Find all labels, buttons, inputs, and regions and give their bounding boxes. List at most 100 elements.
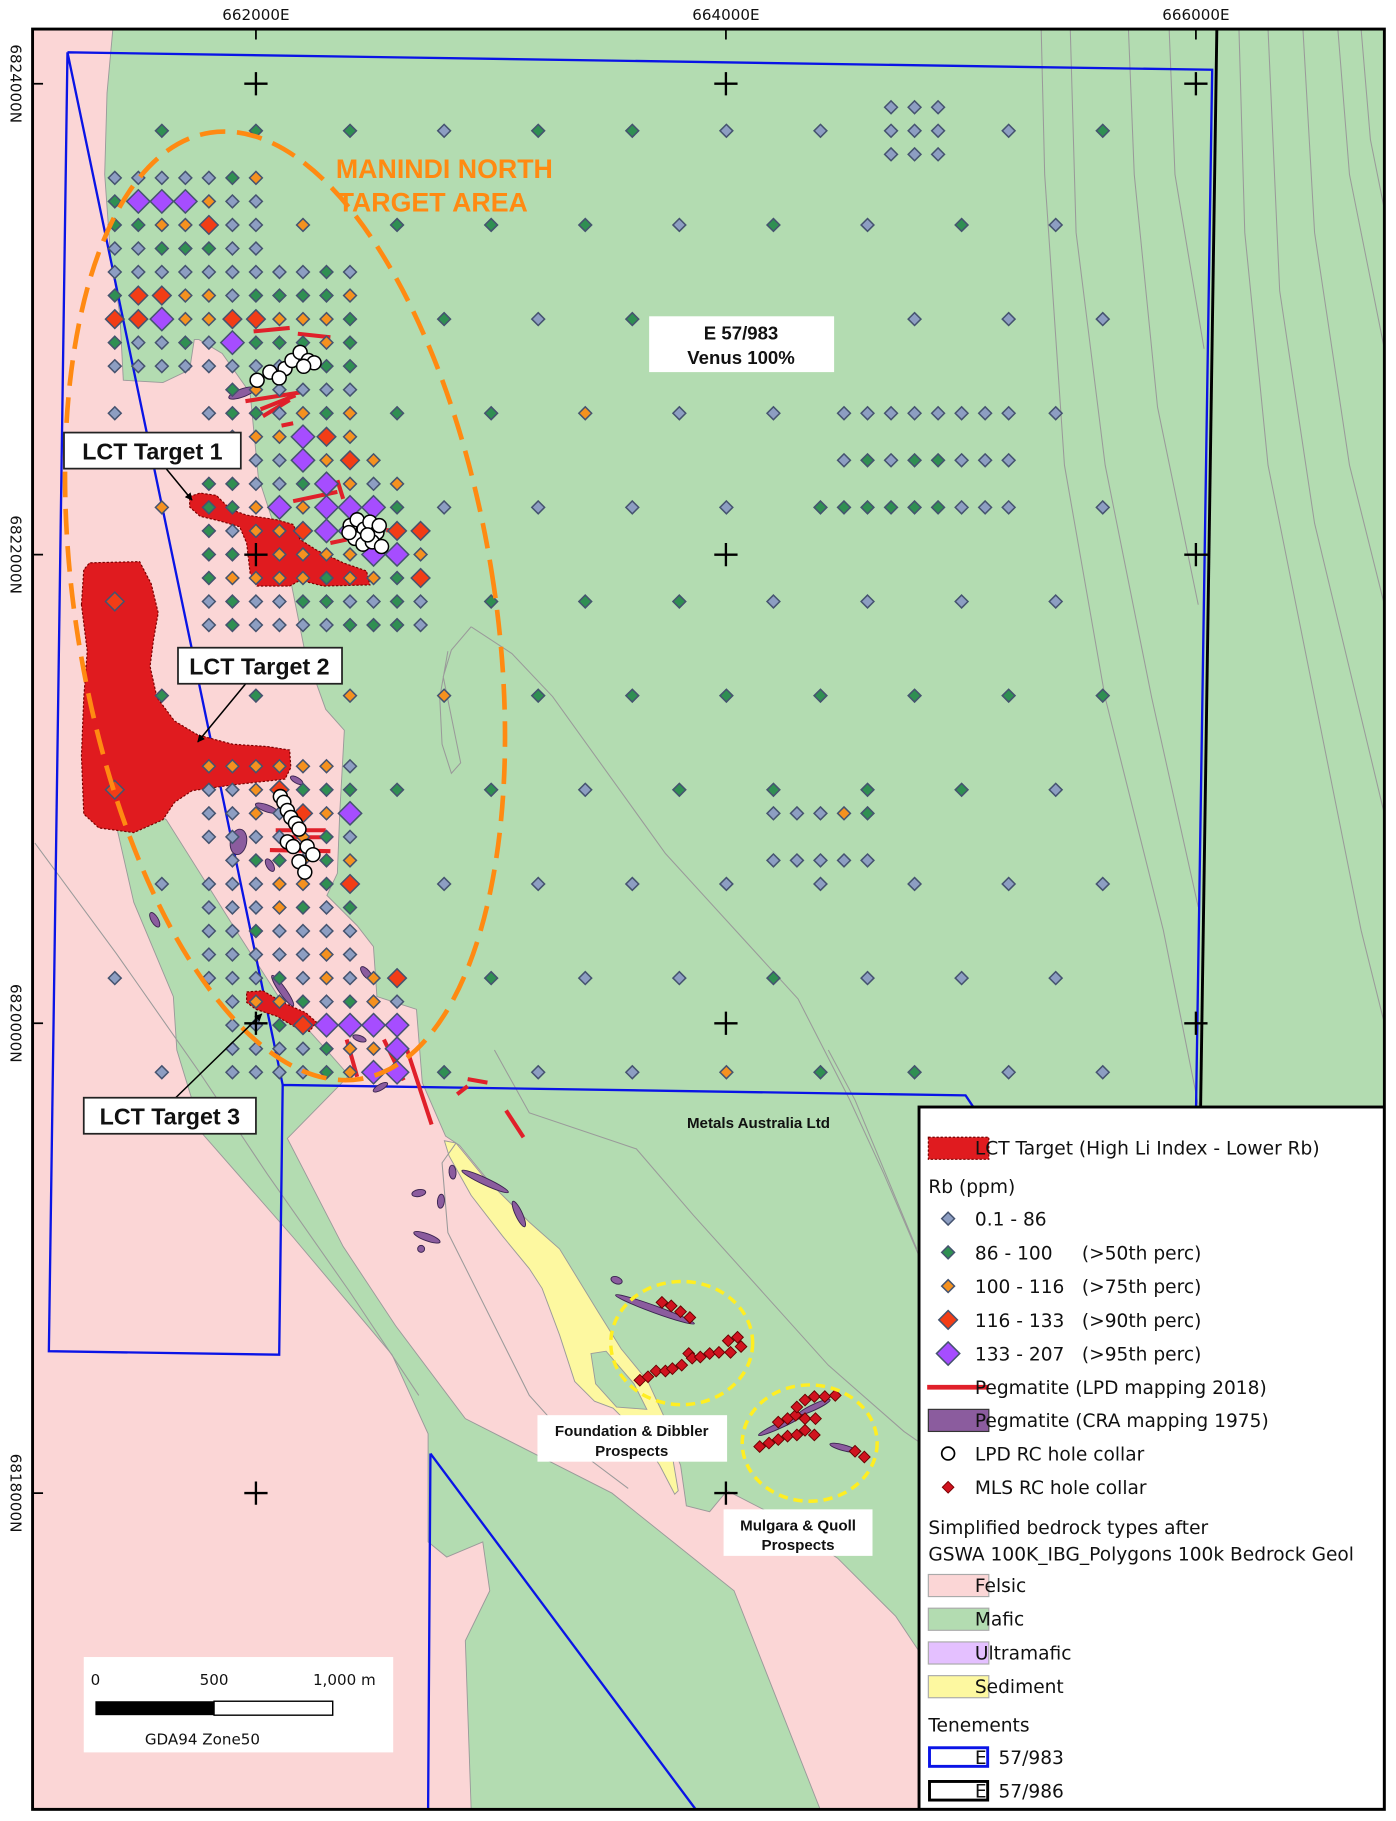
rb-sample-0-86: [271, 1041, 287, 1057]
axis-label-easting: 664000E: [692, 6, 759, 24]
mls-rc-collar: [818, 1390, 832, 1404]
prospect-ring-mulgara: [740, 1383, 879, 1503]
rb-sample-0-86: [1095, 876, 1111, 892]
rb-sample-86-100: [577, 594, 593, 609]
grid-cross-icon: [1184, 72, 1208, 96]
rb-sample-0-86: [224, 193, 240, 209]
rb-sample-0-86: [224, 923, 240, 939]
rb-sample-0-86: [319, 382, 334, 398]
rb-sample-86-100: [389, 782, 405, 798]
axis-label-easting: 666000E: [1162, 6, 1229, 24]
legend-pegmatite-cra: Pegmatite (CRA mapping 1975): [975, 1411, 1269, 1432]
rb-sample-100-116: [413, 546, 429, 562]
tenement-label: E 57/983: [704, 323, 778, 344]
rb-sample-116-133: [151, 285, 173, 306]
rb-sample-86-100: [389, 217, 405, 233]
rb-sample-86-100: [295, 900, 311, 915]
rb-sample-116-133: [104, 308, 126, 330]
rb-sample-86-100: [271, 1017, 287, 1033]
rb-sample-86-100: [907, 452, 923, 468]
rb-sample-0-86: [1001, 452, 1017, 468]
rb-sample-100-116: [342, 852, 358, 868]
mls-rc-collar: [790, 1428, 804, 1442]
rb-sample-86-100: [130, 217, 146, 233]
lpd-rc-collar: [371, 517, 387, 534]
rb-sample-86-100: [201, 546, 217, 562]
pegmatite-lpd: [455, 1084, 469, 1096]
axis-label-easting: 662000E: [222, 6, 289, 24]
rb-sample-86-100: [248, 688, 264, 704]
grid-cross-icon: [714, 543, 738, 567]
lpd-rc-collar: [359, 527, 376, 543]
geology-boundary-line: [493, 1049, 920, 1443]
rb-sample-100-116: [366, 452, 382, 468]
rb-sample-86-100: [860, 805, 875, 821]
rb-sample-86-100: [483, 405, 499, 421]
rb-sample-0-86: [765, 852, 781, 868]
rb-sample-0-86: [342, 264, 358, 280]
legend-rb-range: 100 - 116: [975, 1277, 1065, 1298]
mls-rc-collar: [712, 1345, 726, 1359]
rb-sample-86-100: [248, 405, 264, 421]
rb-sample-0-86: [154, 170, 170, 186]
legend-tenement-983: E 57/983: [975, 1748, 1064, 1769]
rb-sample-0-86: [248, 594, 264, 609]
axis-label-northing: 6820000N: [6, 984, 24, 1063]
rb-sample-86-100: [319, 405, 334, 421]
rb-sample-0-86: [201, 876, 217, 892]
rb-sample-0-86: [718, 499, 734, 515]
rb-sample-0-86: [954, 452, 970, 468]
rb-sample-100-116: [366, 570, 382, 586]
rb-sample-86-100: [342, 617, 358, 633]
rb-sample-116-133: [104, 591, 126, 612]
rb-sample-0-86: [624, 1064, 640, 1080]
rb-sample-0-86: [883, 123, 899, 139]
rb-sample-116-133: [292, 520, 314, 542]
rb-sample-133-207: [149, 188, 175, 215]
rb-sample-0-86: [366, 476, 382, 492]
rb-sample-116-133: [127, 285, 149, 306]
rb-sample-86-100: [765, 217, 781, 233]
rb-sample-0-86: [765, 405, 781, 421]
geology-boundary-line: [470, 626, 920, 1257]
rb-sample-0-86: [907, 146, 923, 162]
rb-sample-116-133: [410, 520, 431, 542]
legend-lpd-collar: LPD RC hole collar: [975, 1445, 1145, 1466]
rb-sample-0-86: [930, 123, 946, 139]
rb-sample-100-116: [271, 523, 287, 539]
rb-sample-86-100: [224, 594, 240, 609]
rb-sample-0-86: [1048, 594, 1064, 609]
rb-sample-86-100: [271, 852, 287, 868]
rb-sample-0-86: [224, 829, 240, 845]
mls-rc-collar: [857, 1450, 871, 1464]
rb-sample-0-86: [271, 264, 287, 280]
rb-sample-100-116: [319, 452, 334, 468]
rb-sample-86-100: [765, 970, 781, 986]
mls-rc-collar: [771, 1415, 785, 1429]
rb-sample-86-100: [389, 405, 405, 421]
pegmatite-lpd: [245, 389, 304, 404]
rb-sample-100-116: [248, 570, 264, 586]
rb-sample-0-86: [271, 382, 287, 398]
rb-sample-86-100: [224, 382, 240, 398]
rb-sample-116-133: [127, 308, 149, 330]
lpd-rc-collar: [341, 524, 357, 541]
legend-geology-title: Simplified bedrock types after: [928, 1518, 1208, 1539]
grid-cross-icon: [1184, 543, 1208, 567]
pegmatite-cra: [411, 1188, 427, 1198]
rb-sample-0-86: [271, 947, 287, 963]
rb-sample-86-100: [389, 570, 405, 586]
rb-sample-0-86: [860, 852, 875, 868]
rb-sample-100-116: [271, 570, 287, 586]
legend-felsic: Felsic: [975, 1576, 1026, 1597]
rb-sample-0-86: [1048, 970, 1064, 986]
rb-sample-0-86: [836, 852, 852, 868]
pegmatite-cra: [264, 858, 275, 872]
rb-sample-0-86: [530, 1064, 546, 1080]
pegmatite-lpd: [259, 393, 297, 412]
rb-sample-133-207: [337, 1012, 363, 1038]
rb-sample-100-116: [201, 758, 217, 774]
rb-sample-0-86: [930, 99, 946, 115]
pegmatite-cra: [372, 1082, 389, 1093]
